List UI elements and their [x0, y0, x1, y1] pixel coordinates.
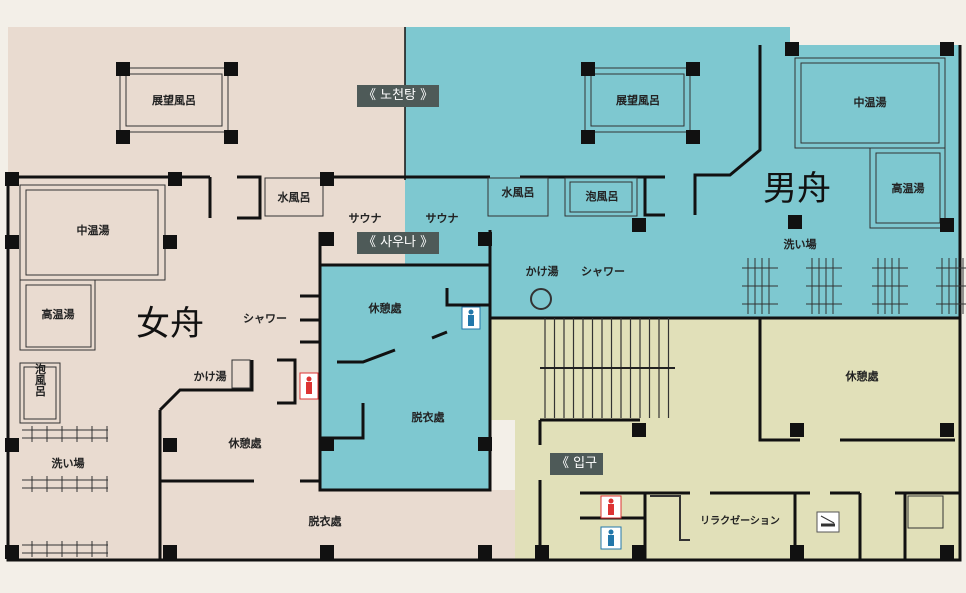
label-women-kakeyu: かけ湯	[194, 369, 227, 383]
pillar	[940, 545, 954, 559]
label-women-bubble-bath: 泡風呂	[34, 362, 47, 397]
label-men-view-bath: 展望風呂	[615, 93, 660, 107]
pillar	[116, 130, 130, 144]
label-men-hot-bath: 高温湯	[892, 181, 925, 195]
pillar	[686, 130, 700, 144]
pillar	[785, 42, 799, 56]
label-women-cold-bath: 水風呂	[278, 190, 311, 204]
pillar	[581, 130, 595, 144]
pillar	[940, 218, 954, 232]
pillar	[581, 62, 595, 76]
pillar	[224, 62, 238, 76]
mens-restroom-icon	[600, 526, 622, 550]
men-zone	[320, 27, 960, 490]
men-title: 男舟	[763, 169, 831, 209]
smoking-area-icon	[816, 511, 840, 533]
outdoor-bath-tag[interactable]: 《 노천탕 》	[357, 85, 440, 107]
women-zone	[8, 27, 515, 560]
pillar	[320, 545, 334, 559]
pillar	[163, 438, 177, 452]
womens-restroom-icon	[299, 372, 319, 400]
pillar	[168, 172, 182, 186]
pillar	[790, 423, 804, 437]
label-men-shower: シャワー	[581, 265, 625, 278]
pillar	[940, 423, 954, 437]
pillar	[478, 545, 492, 559]
womens-restroom-icon	[600, 495, 622, 519]
label-women-medium-bath: 中温湯	[77, 223, 110, 237]
label-women-wash: 洗い場	[52, 456, 85, 470]
pillars	[5, 42, 954, 559]
pillar	[116, 62, 130, 76]
pillar	[478, 232, 492, 246]
pillar	[5, 545, 19, 559]
label-women-shower: シャワー	[243, 312, 287, 325]
label-men-bubble-bath: 泡風呂	[586, 189, 619, 203]
label-women-rest: 休憩處	[228, 436, 263, 450]
pillar	[940, 42, 954, 56]
label-women-view-bath: 展望風呂	[151, 93, 196, 107]
pillar	[478, 437, 492, 451]
label-men-kakeyu: かけ湯	[526, 264, 559, 278]
pillar	[632, 545, 646, 559]
pillar	[790, 545, 804, 559]
women-title: 女舟	[136, 304, 204, 344]
label-men-medium-bath: 中温湯	[854, 95, 887, 109]
pillar	[320, 437, 334, 451]
pillar	[5, 172, 19, 186]
pillar	[788, 215, 802, 229]
label-men-changing: 脱衣處	[412, 410, 446, 424]
pillar	[5, 235, 19, 249]
pillar	[686, 62, 700, 76]
pillar	[632, 423, 646, 437]
label-men-rest: 休憩處	[368, 301, 403, 315]
wash-stations	[22, 258, 966, 557]
label-men-sauna: サウナ	[426, 212, 459, 225]
entrance-tag[interactable]: 《 입구	[550, 453, 604, 475]
label-relaxation: リラクゼーション	[700, 514, 780, 527]
label-women-sauna: サウナ	[349, 212, 382, 225]
pillar	[224, 130, 238, 144]
staircase	[540, 318, 675, 418]
pillar	[320, 172, 334, 186]
label-women-hot-bath: 高温湯	[42, 307, 75, 321]
label-women-changing: 脱衣處	[309, 514, 343, 528]
sauna-tag[interactable]: 《 사우나 》	[357, 232, 440, 254]
label-men-cold-bath: 水風呂	[502, 185, 535, 199]
label-men-wash: 洗い場	[784, 237, 817, 251]
label-common-rest: 休憩處	[845, 369, 880, 383]
pillar	[163, 545, 177, 559]
pillar	[5, 438, 19, 452]
mens-restroom-icon	[461, 306, 481, 330]
pillar	[320, 232, 334, 246]
pillar	[632, 218, 646, 232]
pillar	[163, 235, 177, 249]
pillar	[535, 545, 549, 559]
